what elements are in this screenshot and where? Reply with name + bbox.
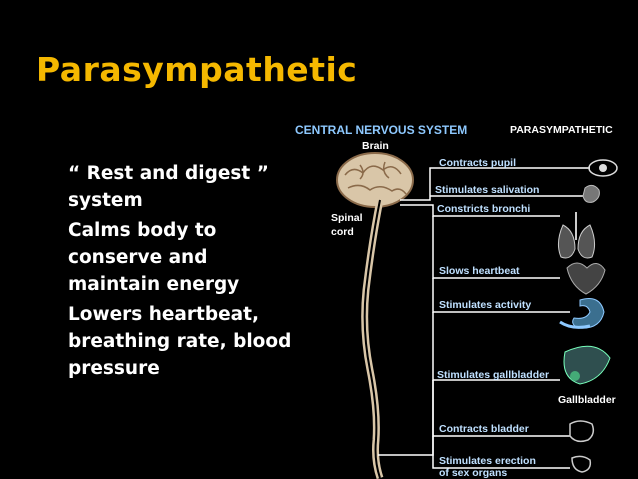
parasympathetic-label: PARASYMPATHETIC [510, 124, 613, 136]
bullet-item: Calms body to conserve and maintain ener… [38, 217, 298, 298]
bullet-list: “ Rest and digest ” system Calms body to… [38, 160, 298, 385]
lungs-icon [557, 212, 596, 259]
cord-label: cord [331, 226, 354, 238]
stomach-icon [559, 298, 605, 329]
effect-bladder: Contracts bladder [439, 423, 529, 435]
salivary-gland-icon [582, 184, 600, 203]
effect-salivation: Stimulates salivation [435, 184, 540, 196]
bullet-text: Calms body to conserve and maintain ener… [68, 220, 240, 295]
effect-activity: Stimulates activity [439, 299, 532, 311]
sex-organs-icon [571, 455, 592, 473]
effect-bronchi: Constricts bronchi [437, 203, 531, 215]
effect-gallbladder: Stimulates gallbladder [437, 369, 550, 381]
gallbladder-label: Gallbladder [558, 394, 616, 406]
effect-contracts-pupil: Contracts pupil [439, 157, 517, 169]
cns-label: CENTRAL NERVOUS SYSTEM [295, 123, 468, 137]
spinal-label: Spinal [331, 212, 363, 224]
liver-gallbladder-icon [563, 345, 611, 385]
nerve-branches [378, 167, 590, 469]
effect-heartbeat: Slows heartbeat [439, 265, 520, 277]
effect-erection: Stimulates erection [439, 455, 536, 467]
effect-sex-organs: of sex organs [439, 467, 508, 479]
bullet-text: Lowers heartbeat, breathing rate, blood … [68, 304, 292, 379]
page-title: Parasympathetic [36, 50, 358, 89]
bladder-icon [569, 420, 595, 443]
eye-icon [588, 159, 618, 177]
heart-icon [566, 262, 606, 295]
brain-illustration [336, 152, 414, 208]
bullet-item: “ Rest and digest ” system [38, 160, 298, 214]
bullet-item: Lowers heartbeat, breathing rate, blood … [38, 301, 298, 382]
brain-label: Brain [362, 140, 389, 152]
bullet-text: “ Rest and digest ” system [68, 163, 269, 211]
